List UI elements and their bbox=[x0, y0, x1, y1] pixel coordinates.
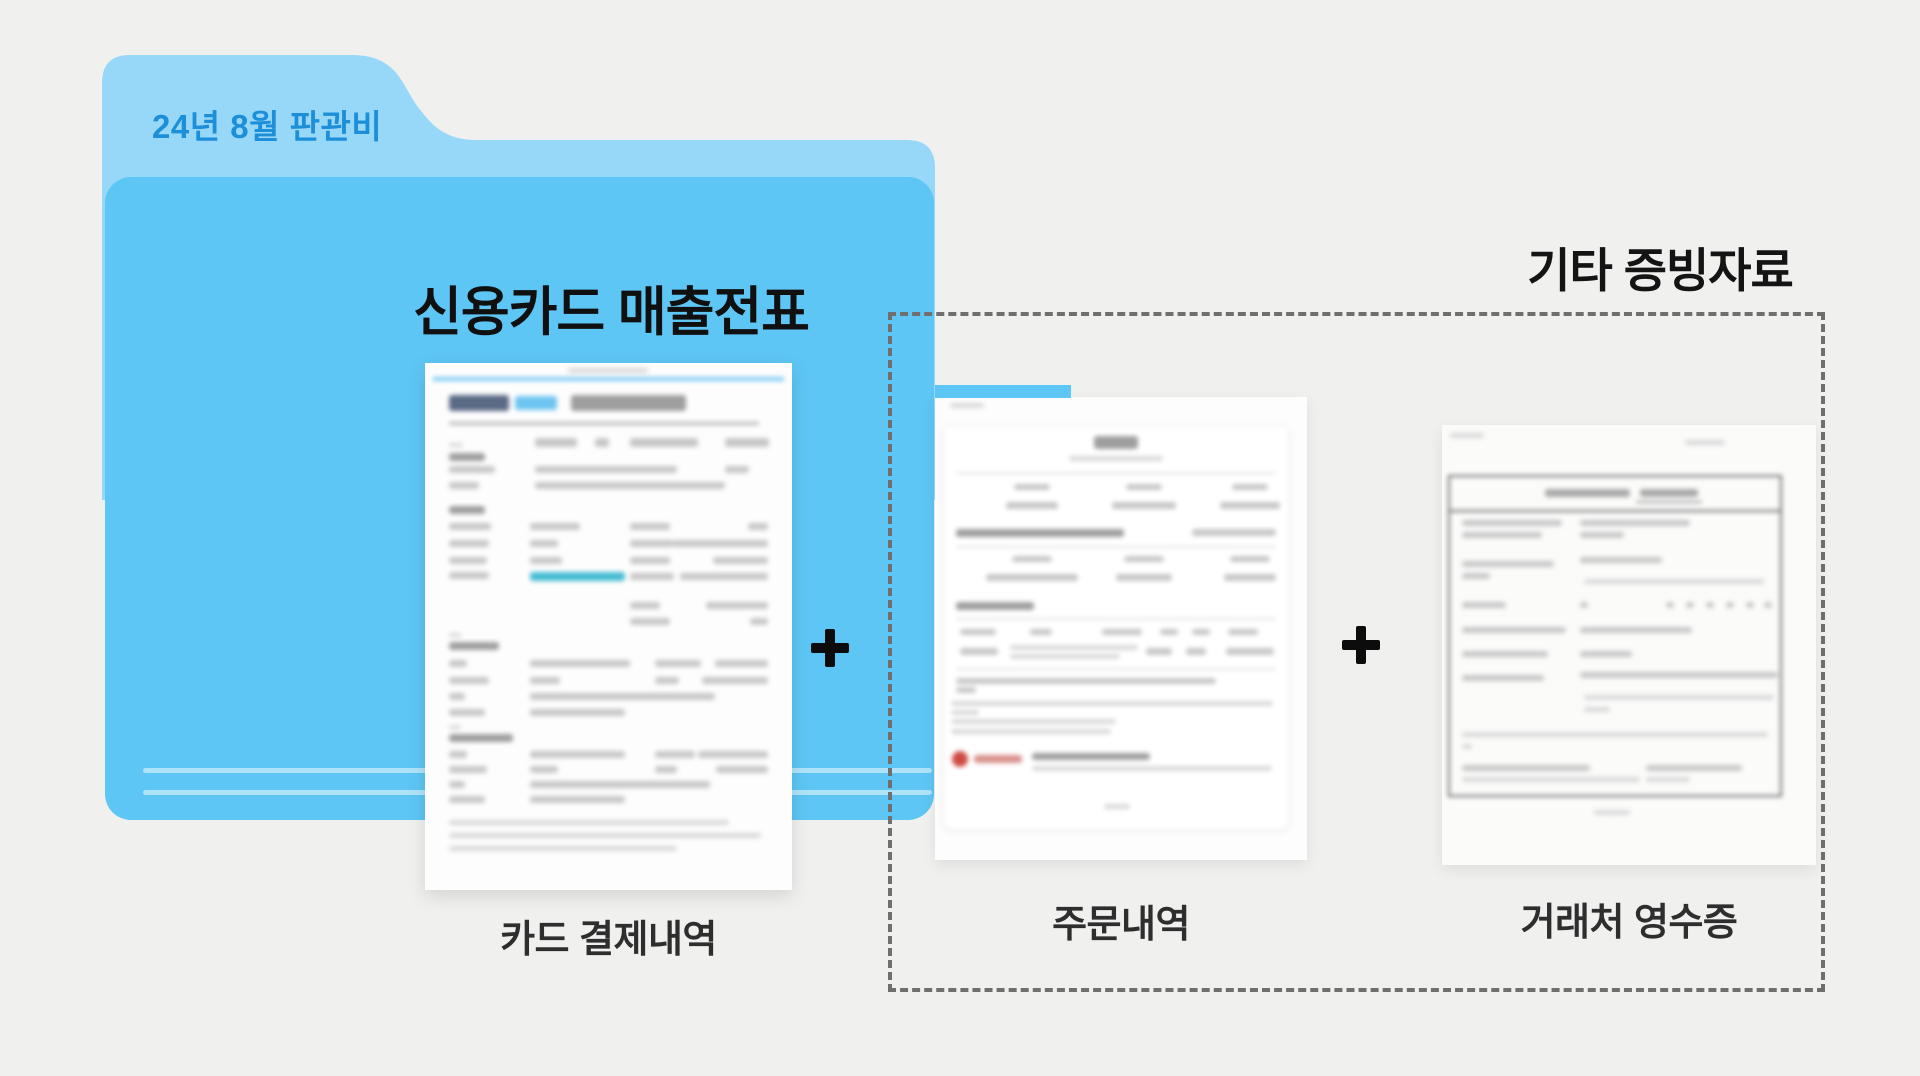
other-evidence-box bbox=[888, 312, 1825, 992]
order-history-caption: 주문내역 bbox=[1052, 904, 1190, 946]
other-evidence-title: 기타 증빙자료 bbox=[1527, 244, 1794, 297]
folder-tab-label: 24년 8월 판관비 bbox=[152, 108, 383, 145]
blurred-order-content bbox=[935, 397, 1307, 860]
vendor-receipt-document bbox=[1442, 425, 1816, 865]
doc-accent-bar bbox=[935, 385, 1071, 398]
card-receipt-document bbox=[425, 363, 792, 890]
vendor-receipt-caption: 거래처 영수증 bbox=[1520, 902, 1738, 944]
plus-icon bbox=[811, 629, 849, 667]
blurred-vendor-receipt-content bbox=[1442, 425, 1816, 865]
card-payment-caption: 카드 결제내역 bbox=[500, 919, 717, 961]
order-history-document bbox=[935, 385, 1307, 860]
credit-card-slip-title: 신용카드 매출전표 bbox=[413, 283, 810, 342]
blurred-card-receipt-content bbox=[425, 363, 792, 890]
plus-icon bbox=[1342, 626, 1380, 664]
